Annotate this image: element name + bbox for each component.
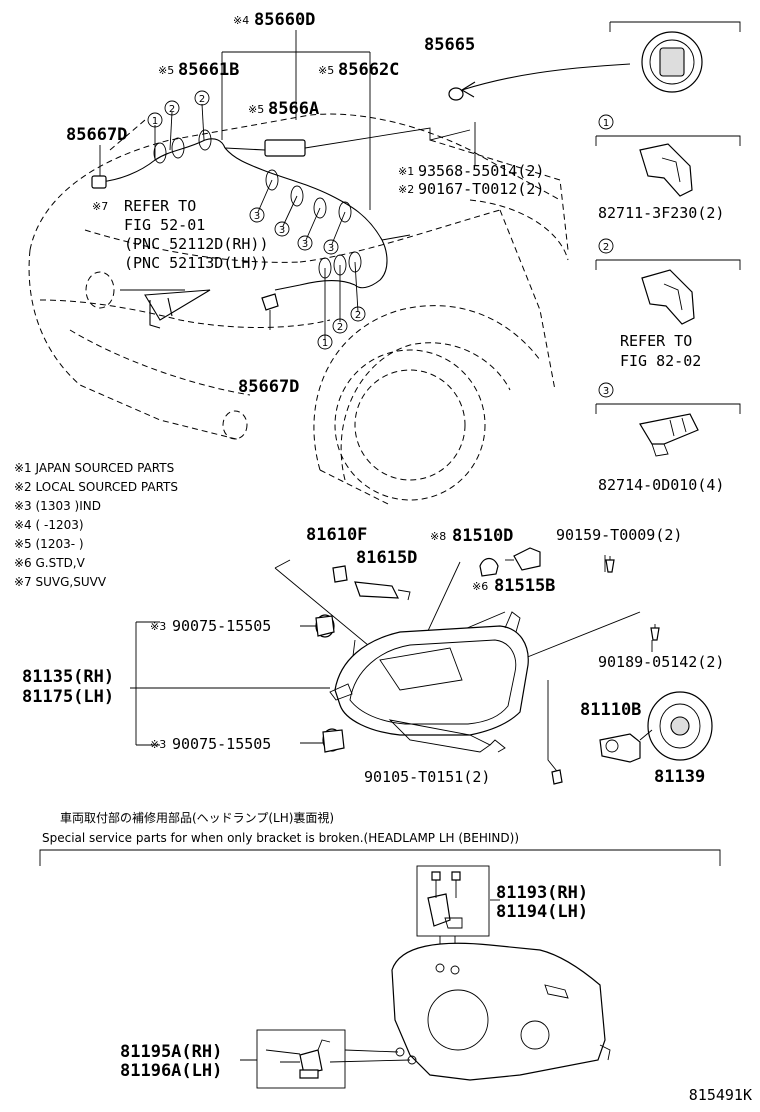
figure-id: 815491K [689,1086,752,1104]
callout-1: 1 [322,338,328,349]
label-85662C: 85662C [338,60,399,80]
note-5: ※5 (1203- ) [14,537,84,551]
label-81194: 81194(LH) [496,902,588,922]
refer82-line-2: FIG 82-02 [620,352,701,370]
label-82714: 82714-0D010(4) [598,476,724,494]
label-90189: 90189-05142(2) [598,653,724,671]
caption-jp: 車両取付部の補修用部品(ヘッドランプ(LH)裏面視) [60,810,334,825]
refer-line-3: (PNC 52112D(RH)) [124,235,269,253]
label-85660D: 85660D [254,10,315,30]
harness-clip-callouts: 1 2 2 3 3 3 3 1 2 2 [147,90,366,350]
refer-line-1: REFER TO [124,197,196,215]
vehicle-front-outline [28,113,569,506]
callout-2: 2 [199,94,205,105]
footnotes: ※1 JAPAN SOURCED PARTS ※2 LOCAL SOURCED … [14,461,178,589]
note-3: ※3 (1303 )IND [14,499,101,513]
label-90105: 90105-T0151(2) [364,768,490,786]
note-6: ※6 G.STD,V [14,556,86,570]
label-85665: 85665 [424,35,475,55]
label-90075-top: 90075-15505 [172,617,271,635]
note-7: ※7 SUVG,SUVV [14,575,107,589]
refer82-line-1: REFER TO [620,332,692,350]
label-81615D: 81615D [356,548,417,568]
label-81135: 81135(RH) [22,667,114,687]
label-81610F: 81610F [306,525,367,545]
callout-3: 3 [254,211,260,222]
label-81195A: 81195A(RH) [120,1042,222,1062]
inset-3-number: 3 [603,386,609,397]
label-81175: 81175(LH) [22,687,114,707]
label-81196A: 81196A(LH) [120,1061,222,1081]
callout-3: 3 [302,239,308,250]
mark-5: ※5 [248,103,264,116]
label-85667D-top: 85667D [66,125,127,145]
label-82711: 82711-3F230(2) [598,204,724,222]
callout-3: 3 [279,225,285,236]
callout-1: 1 [152,116,158,127]
label-81139: 81139 [654,767,705,787]
mark-8: ※8 [430,530,446,543]
mark-5: ※5 [158,64,174,77]
mark-6: ※6 [472,580,488,593]
mark-1: ※1 [398,165,414,178]
right-insets: 1 2 3 [448,21,741,457]
label-81193: 81193(RH) [496,883,588,903]
label-8566A: 8566A [268,99,319,119]
note-2: ※2 LOCAL SOURCED PARTS [14,480,178,494]
label-81110B: 81110B [580,700,641,720]
label-85661B: 85661B [178,60,239,80]
callout-2: 2 [337,322,343,333]
label-85667D-bottom: 85667D [238,377,299,397]
callout-2: 2 [355,310,361,321]
refer-line-2: FIG 52-01 [124,216,205,234]
harness-leaders [99,30,476,340]
label-93568: 93568-55014(2) [418,162,544,180]
mark-4: ※4 [233,14,249,27]
label-81515B: 81515B [494,576,555,596]
callout-3: 3 [328,243,334,254]
part-labels: ※4 85660D ※5 85661B ※5 85662C ※5 8566A 8… [22,10,752,1104]
inset-1-number: 1 [603,118,609,129]
note-1: ※1 JAPAN SOURCED PARTS [14,461,174,475]
callout-2: 2 [169,104,175,115]
refer-line-4: (PNC 52113D(LH)) [124,254,269,272]
mark-5: ※5 [318,64,334,77]
mark-3: ※3 [150,620,166,633]
inset-2-number: 2 [603,242,609,253]
bracket-caption: 車両取付部の補修用部品(ヘッドランプ(LH)裏面視) Special servi… [42,810,519,845]
bracket-repair-section [39,849,721,1089]
note-4: ※4 ( -1203) [14,518,84,532]
mark-2: ※2 [398,183,414,196]
caption-en: Special service parts for when only brac… [42,831,519,845]
label-90075-bottom: 90075-15505 [172,735,271,753]
label-90159: 90159-T0009(2) [556,526,682,544]
headlamp-assembly [130,547,713,785]
mark-3: ※3 [150,738,166,751]
label-81510D: 81510D [452,526,513,546]
label-90167: 90167-T0012(2) [418,180,544,198]
mark-7: ※7 [92,200,108,213]
